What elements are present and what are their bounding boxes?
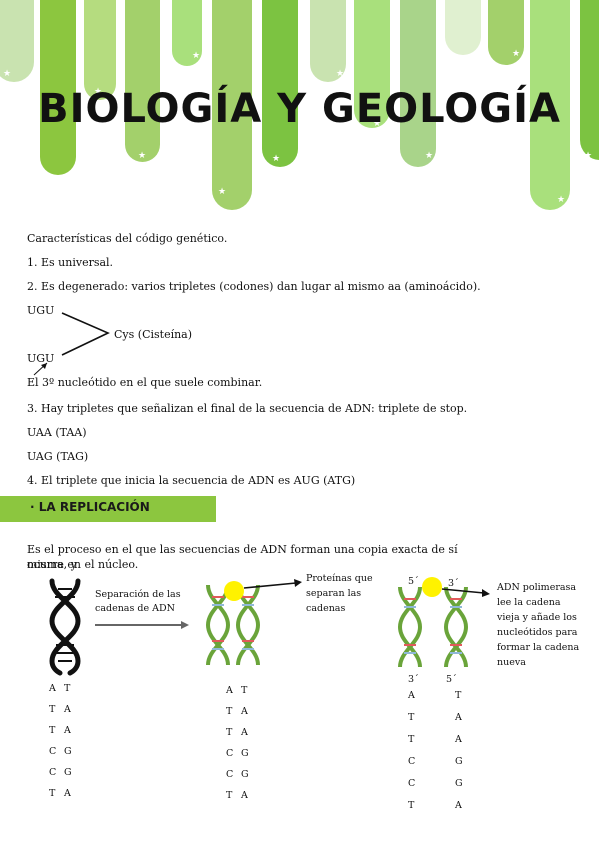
base-letter: C bbox=[408, 778, 416, 789]
base-letter: A bbox=[49, 683, 56, 694]
star-icon: ★ bbox=[138, 151, 147, 161]
base-letter: T bbox=[226, 727, 233, 738]
list-item: 2. Es degenerado: varios tripletes (codo… bbox=[27, 280, 481, 293]
base-letter: A bbox=[455, 712, 462, 723]
prime-label: 5´ bbox=[446, 674, 457, 685]
star-icon: ★ bbox=[192, 51, 201, 61]
note-third-nucleotide: El 3º nucleótido en el que suele combina… bbox=[27, 376, 263, 389]
base-letter: T bbox=[455, 690, 462, 701]
base-letter: T bbox=[226, 706, 233, 717]
base-letter: A bbox=[241, 727, 248, 738]
prime-label: 3´ bbox=[408, 674, 419, 685]
dna-icon bbox=[49, 578, 81, 676]
polymerase-label-line: formar la cadena bbox=[497, 642, 580, 653]
base-letter: G bbox=[241, 769, 249, 780]
base-letter: C bbox=[49, 746, 57, 757]
polymerase-helix bbox=[397, 577, 490, 668]
list-item: 1. Es universal. bbox=[27, 256, 114, 269]
polymerase-label-line: ADN polimerasa bbox=[497, 582, 577, 593]
polymerase-label-line: vieja y añade los bbox=[497, 612, 577, 623]
base-letter: G bbox=[64, 767, 72, 778]
section-banner bbox=[0, 496, 216, 522]
star-icon: ★ bbox=[425, 151, 434, 161]
section-label: · LA REPLICACIÓN bbox=[30, 500, 150, 514]
prime-label: 5´ bbox=[408, 576, 419, 587]
replication-paragraph-line: ocurre en el núcleo. bbox=[27, 558, 139, 571]
base-letter: T bbox=[408, 734, 415, 745]
base-letter: T bbox=[64, 683, 71, 694]
base-letter: C bbox=[226, 769, 234, 780]
base-letter: C bbox=[408, 756, 416, 767]
codon-bottom: UGU bbox=[27, 352, 55, 365]
star-icon: ★ bbox=[584, 151, 593, 161]
polymerase-label-line: nueva bbox=[497, 657, 526, 668]
base-letter: C bbox=[49, 767, 57, 778]
list-item: 3. Hay tripletes que señalizan el final … bbox=[27, 402, 468, 415]
star-icon: ★ bbox=[373, 119, 382, 129]
polymerase-label-line: nucleótidos para bbox=[497, 627, 578, 638]
stop-codon: UAA (TAA) bbox=[27, 426, 87, 439]
star-icon: ★ bbox=[272, 154, 281, 164]
base-letter: T bbox=[408, 712, 415, 723]
base-letter: A bbox=[455, 734, 462, 745]
base-letter: T bbox=[49, 788, 56, 799]
replication-diagram bbox=[49, 577, 490, 676]
replication-paragraph-line: Es el proceso en el que las secuencias d… bbox=[27, 543, 458, 571]
base-letter: C bbox=[226, 748, 234, 759]
base-letter: A bbox=[64, 704, 71, 715]
base-letter: T bbox=[241, 685, 248, 696]
separation-label-line: cadenas de ADN bbox=[95, 603, 175, 614]
base-letter: A bbox=[241, 790, 248, 801]
base-letter: T bbox=[408, 800, 415, 811]
codon-top: UGU bbox=[27, 304, 55, 317]
base-letter: A bbox=[241, 706, 248, 717]
base-letter: A bbox=[408, 690, 415, 701]
star-icon: ★ bbox=[512, 49, 521, 59]
base-letter: A bbox=[226, 685, 233, 696]
star-icon: ★ bbox=[94, 87, 103, 97]
star-icon: ★ bbox=[336, 69, 345, 79]
codon-brace-diagram bbox=[33, 312, 110, 376]
base-letter: G bbox=[241, 748, 249, 759]
amino-acid-label: Cys (Cisteína) bbox=[114, 328, 193, 341]
separating-helix bbox=[205, 579, 302, 666]
base-letter: G bbox=[455, 756, 463, 767]
stop-codon: UAG (TAG) bbox=[27, 450, 89, 463]
base-letter: A bbox=[455, 800, 462, 811]
proteins-label-line: separan las bbox=[306, 588, 362, 599]
base-letter: G bbox=[455, 778, 463, 789]
proteins-label-line: Proteínas que bbox=[306, 573, 373, 584]
proteins-label-line: cadenas bbox=[306, 603, 346, 614]
base-letter: A bbox=[64, 725, 71, 736]
list-item: 4. El triplete que inicia la secuencia d… bbox=[27, 474, 356, 487]
prime-label: 3´ bbox=[448, 578, 459, 589]
star-icon: ★ bbox=[218, 187, 227, 197]
base-letter: T bbox=[49, 725, 56, 736]
base-letter: T bbox=[226, 790, 233, 801]
polymerase-label-line: lee la cadena bbox=[497, 597, 561, 608]
separation-label-line: Separación de las bbox=[95, 589, 181, 600]
star-icon: ★ bbox=[3, 69, 12, 79]
section-heading: Características del código genético. bbox=[27, 232, 228, 245]
base-letter: G bbox=[64, 746, 72, 757]
base-letter: T bbox=[49, 704, 56, 715]
base-letter: A bbox=[64, 788, 71, 799]
star-icon: ★ bbox=[53, 175, 62, 185]
star-icon: ★ bbox=[557, 195, 566, 205]
page-title: BIOLOGÍA Y GEOLOGÍA bbox=[38, 86, 561, 132]
